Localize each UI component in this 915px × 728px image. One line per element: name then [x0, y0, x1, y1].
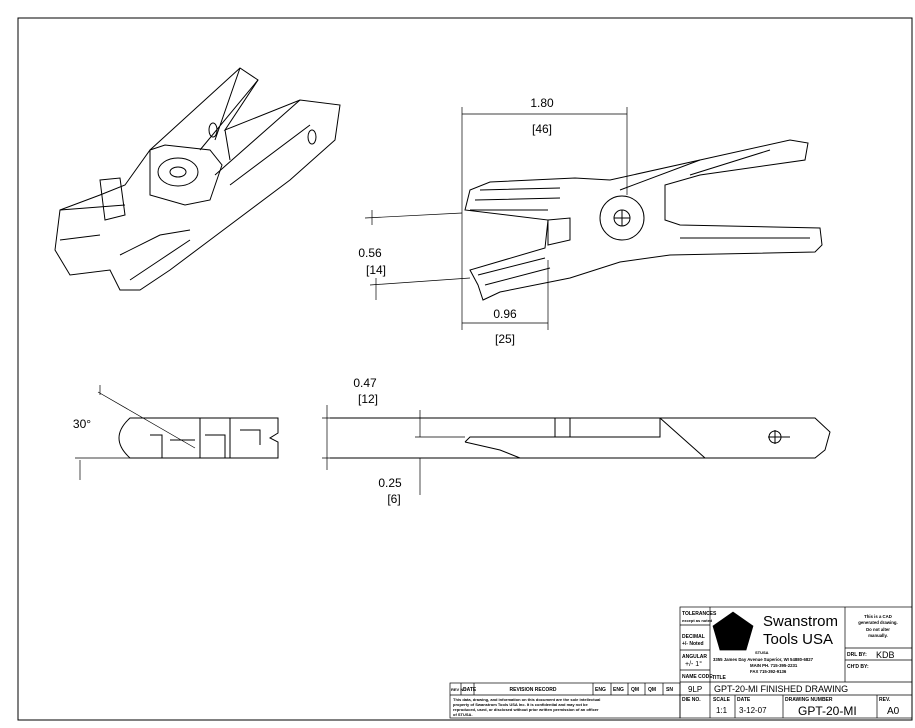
- notice-line-3: reproduced, used, or disclosed without p…: [453, 707, 599, 712]
- offset-dim-mm: [25]: [495, 332, 515, 346]
- width-dim-in: 1.80: [530, 96, 554, 110]
- rev-col-eng1: ENG: [595, 687, 606, 693]
- decimal-value: +/- Noted: [682, 641, 704, 647]
- offset-dim-in: 0.96: [493, 307, 517, 321]
- tolerances-note: except as noted: [682, 618, 713, 623]
- notice-line-4: of STUSA.: [453, 712, 473, 717]
- step-dim-in: 0.25: [378, 476, 402, 490]
- tolerances-label: TOLERANCES: [682, 611, 717, 617]
- rev-col-qm1: QM: [631, 687, 639, 693]
- date-value: 3-12-07: [739, 706, 767, 715]
- drawing-number-label: DRAWING NUMBER: [785, 697, 833, 703]
- die-no-label: DIE NO.: [682, 697, 701, 703]
- company-name-line2: Tools USA: [763, 631, 833, 648]
- side-view-right: [330, 417, 831, 459]
- notice-line-1: This data, drawing, and information on t…: [453, 697, 600, 702]
- company-fax: FAX 715-392-9136: [750, 669, 787, 674]
- date-label: DATE: [737, 697, 751, 703]
- sheet-border: [17, 17, 913, 721]
- thick-dim-mm: [12]: [358, 392, 378, 406]
- side-view-left: [118, 417, 279, 459]
- name-code-value: 9LP: [688, 685, 702, 694]
- company-address: 3355 James Day Avenue Superior, WI 54880…: [713, 657, 814, 662]
- scale-label: SCALE: [713, 697, 731, 703]
- checked-by-label: CH'D BY:: [847, 664, 869, 670]
- top-view: [464, 139, 823, 301]
- scale-value: 1:1: [716, 706, 728, 715]
- angle-dim: 30°: [73, 417, 91, 431]
- cad-note-4: manually.: [868, 633, 888, 638]
- side-view-left-dimensions: [75, 385, 196, 480]
- rev-col-sn: SN: [666, 687, 673, 693]
- rev-label: REV.: [879, 697, 891, 703]
- decimal-label: DECIMAL: [682, 634, 705, 640]
- rev-col-date: DATE: [463, 687, 477, 693]
- jaw-dim-mm: [14]: [366, 263, 386, 277]
- drawing-title: GPT-20-MI FINISHED DRAWING: [714, 684, 848, 694]
- top-view-dimensions: [364, 107, 628, 330]
- rev-value: A0: [887, 706, 900, 717]
- cad-note-1: This is a CAD: [864, 614, 892, 619]
- jaw-dim-in: 0.56: [358, 246, 382, 260]
- drawn-by-value: KDB: [876, 650, 895, 660]
- company-name-line1: Swanstrom: [763, 613, 838, 630]
- title-label: TITLE: [712, 675, 727, 681]
- thick-dim-in: 0.47: [353, 376, 377, 390]
- drawn-by-label: DRL BY:: [847, 652, 867, 658]
- step-dim-mm: [6]: [387, 492, 400, 506]
- revision-block: [449, 682, 681, 719]
- rev-col-rev-no: REV NO: [451, 687, 466, 692]
- cad-note-2: generated drawing.: [858, 620, 897, 625]
- drawing-number-value: GPT-20-MI: [798, 704, 857, 718]
- rev-col-eng2: ENG: [613, 687, 624, 693]
- isometric-view: [54, 67, 341, 291]
- name-code-label: NAME CODE: [682, 674, 713, 680]
- side-view-right-dimensions: [322, 405, 465, 495]
- company-short: STUSA: [755, 650, 769, 655]
- cad-note-3: Do not alter: [866, 627, 890, 632]
- rev-col-record: REVISION RECORD: [510, 687, 557, 693]
- width-dim-mm: [46]: [532, 122, 552, 136]
- company-phone: MAIN PH. 715-395-2231: [750, 663, 798, 668]
- title-block: [679, 606, 913, 719]
- angular-value: +/- 1°: [685, 660, 702, 668]
- rev-col-qm2: QM: [648, 687, 656, 693]
- angular-label: ANGULAR: [682, 654, 707, 660]
- notice-line-2: property of Swanstrom Tools USA Inc. It …: [453, 702, 588, 707]
